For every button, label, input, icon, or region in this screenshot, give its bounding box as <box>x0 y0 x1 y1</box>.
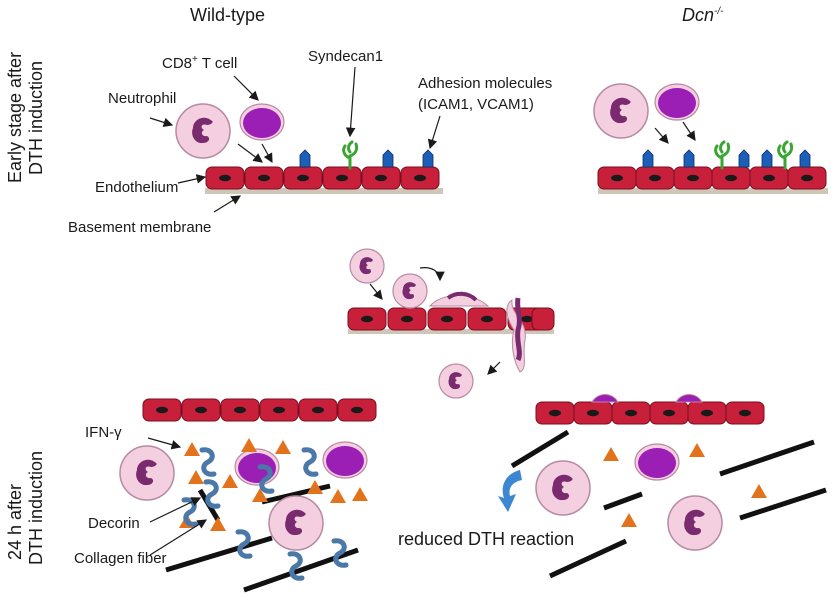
neutrophil-extravasated <box>438 363 474 399</box>
knockout-sup: -/- <box>714 6 724 17</box>
endothelium-layer <box>142 398 377 422</box>
neutrophil-cell <box>268 495 324 551</box>
adhesion-molecule <box>642 149 654 168</box>
row-title-late-1: 24 h after <box>5 484 25 560</box>
column-header-knockout: Dcn-/- <box>682 5 724 25</box>
label-cd8-t-cell: CD8+ T cell <box>162 54 237 72</box>
cd8-t-cell <box>654 83 700 121</box>
column-header-wild-type: Wild-type <box>190 5 265 25</box>
adherent-t-cell <box>675 394 703 403</box>
collagen-fibers <box>510 429 827 579</box>
adhesion-molecule <box>738 149 750 168</box>
wt-early-panel: CD8+ T cell Syndecan1 Adhesion molecules… <box>68 48 552 236</box>
neutrophil-spreading <box>428 294 490 307</box>
transmigration-panel <box>347 248 555 399</box>
row-title-early-1: Early stage after <box>5 52 25 183</box>
syndecan1 <box>714 140 731 170</box>
label-collagen-fiber: Collagen fiber <box>74 550 167 567</box>
endothelium-layer <box>535 401 765 425</box>
adherent-t-cell <box>591 394 619 403</box>
neutrophil-adhering <box>392 273 428 309</box>
endothelium-layer <box>597 166 827 190</box>
syndecan1 <box>342 140 359 170</box>
label-decorin: Decorin <box>88 515 140 532</box>
basement-membrane <box>598 188 828 194</box>
label-adhesion-2: (ICAM1, VCAM1) <box>418 96 534 113</box>
neutrophil-cell <box>667 495 723 551</box>
knockout-label: Dcn <box>682 5 714 25</box>
cd8-t-cell <box>234 448 280 486</box>
reduced-arrow-icon <box>498 470 522 512</box>
label-syndecan1: Syndecan1 <box>308 48 383 65</box>
neutrophil-cell <box>119 445 175 501</box>
adhesion-molecule <box>299 149 311 168</box>
neutrophil-cell <box>175 103 231 159</box>
adhesion-molecule <box>422 149 434 168</box>
adhesion-molecule <box>761 149 773 168</box>
cd8-t-cell <box>634 443 680 481</box>
annotation-arrows <box>147 437 208 556</box>
syndecan1 <box>777 140 794 170</box>
endothelium-layer <box>347 307 555 331</box>
ko-late-panel: reduced DTH reaction <box>398 394 827 579</box>
adhesion-molecule <box>683 149 695 168</box>
endothelium-layer <box>205 166 440 190</box>
row-title-early-2: DTH induction <box>26 61 46 175</box>
row-title-late-2: DTH induction <box>26 451 46 565</box>
adhesion-molecule <box>382 149 394 168</box>
label-endothelium: Endothelium <box>95 179 178 196</box>
annotation-arrows <box>149 66 441 213</box>
label-ifn-gamma: IFN-γ <box>85 424 122 441</box>
adhesion-molecule <box>799 149 811 168</box>
neutrophil-cell <box>535 460 591 516</box>
basement-membrane <box>205 188 443 194</box>
label-adhesion-1: Adhesion molecules <box>418 75 552 92</box>
label-basement-membrane: Basement membrane <box>68 219 211 236</box>
label-neutrophil: Neutrophil <box>108 90 176 107</box>
neutrophil-cell <box>593 83 649 139</box>
cd8-t-cell <box>239 103 285 141</box>
basement-membrane <box>348 329 554 334</box>
label-reduced-dth: reduced DTH reaction <box>398 529 574 549</box>
cd8-t-cell <box>322 441 368 479</box>
ko-early-panel <box>593 83 828 194</box>
wt-late-panel: IFN-γ Decorin Collagen fiber <box>74 398 377 593</box>
neutrophil-rolling <box>349 248 385 284</box>
